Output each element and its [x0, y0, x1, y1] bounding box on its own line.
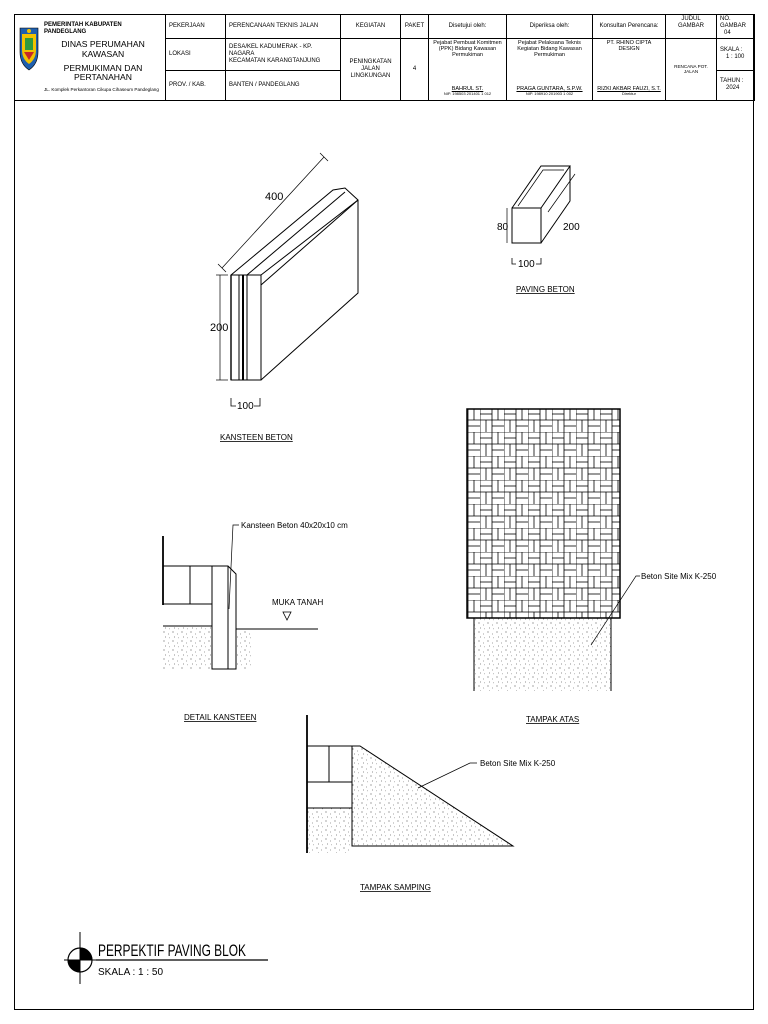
- konsultan-label: Konsultan Perencana:: [592, 14, 666, 39]
- paving-depth-label: 200: [563, 222, 580, 233]
- sheet-scale: SKALA : 1 : 50: [98, 967, 163, 978]
- kansteen-beton-drawing: [216, 152, 359, 407]
- konsultan-cell: PT. RHINO CIPTA DESIGN RIZKI AKBAR FAUZI…: [592, 37, 666, 101]
- org-line-3: PERMUKIMAN DAN PERTANAHAN: [63, 62, 143, 83]
- org-line-2: DINAS PERUMAHAN KAWASAN: [61, 38, 145, 59]
- title-block: PEMERINTAH KABUPATEN PANDEGLANG DINAS PE…: [14, 14, 756, 101]
- pekerjaan-value: PERENCANAAN TEKNIS JALAN: [225, 14, 341, 39]
- atas-callout: Beton Site Mix K-250: [641, 572, 717, 581]
- no-gambar-label: NO. GAMBAR: [720, 16, 747, 29]
- paving-caption: PAVING BETON: [516, 285, 575, 294]
- tahun-value: 2024: [726, 85, 740, 92]
- samping-caption: TAMPAK SAMPING: [360, 883, 431, 892]
- muka-tanah-label: MUKA TANAH: [272, 598, 323, 607]
- kegiatan-value: PENINGKATAN JALAN LINGKUNGAN: [340, 37, 401, 101]
- org-address: JL. Komplek Perkantoran Cikupa Cihaseum …: [44, 87, 159, 93]
- diperiksa-role: Pejabat Pelaksana Teknis Kegiatan Bidang…: [517, 39, 582, 59]
- skala-label: SKALA :: [720, 47, 743, 54]
- tahun-label: TAHUN :: [720, 78, 744, 85]
- diperiksa-cell: Pejabat Pelaksana Teknis Kegiatan Bidang…: [506, 37, 593, 101]
- no-gambar-value: 04: [724, 29, 731, 36]
- kansteen-height-label: 200: [210, 322, 228, 334]
- org-line-1: PEMERINTAH KABUPATEN PANDEGLANG: [44, 22, 122, 35]
- north-symbol-icon: [64, 932, 96, 984]
- diperiksa-nip: NIP. 198910 201903 1 002: [525, 91, 574, 97]
- atas-caption: TAMPAK ATAS: [526, 715, 579, 724]
- detail-caption: DETAIL KANSTEEN: [184, 713, 257, 722]
- paving-width-label: 100: [518, 259, 535, 270]
- disetujui-role: Pejabat Pembuat Komitmen (PPK) Bidang Ka…: [433, 39, 502, 59]
- paket-value: 4: [400, 37, 429, 101]
- no-gambar-cell: NO. GAMBAR 04: [715, 14, 756, 39]
- kegiatan-label: KEGIATAN: [340, 14, 401, 39]
- detail-kansteen-drawing: [162, 524, 318, 670]
- disetujui-nip: NIP. 198503 201401 1 012: [443, 91, 492, 97]
- samping-callout: Beton Site Mix K-250: [480, 759, 556, 768]
- tampak-samping-drawing: [306, 715, 515, 853]
- konsultan-name: RIZKI AKBAR FAUZI, S.T.: [597, 85, 661, 92]
- paving-beton-drawing: [506, 165, 576, 265]
- prov-label: PROV. / KAB.: [165, 69, 226, 101]
- prov-value: BANTEN / PANDEGLANG: [225, 69, 341, 101]
- skala-value: 1 : 100: [726, 54, 745, 61]
- tahun-cell: TAHUN : 2024: [715, 69, 756, 101]
- disetujui-name: BAHRUL ST.: [451, 85, 484, 92]
- org-cell: PEMERINTAH KABUPATEN PANDEGLANG DINAS PE…: [14, 14, 166, 101]
- konsultan-role: Direktur: [621, 91, 636, 97]
- detail-callout: Kansteen Beton 40x20x10 cm: [241, 521, 348, 530]
- lokasi-value-1: DESA/KEL KADUMERAK - KP. NAGARA: [229, 43, 313, 57]
- sheet-title: PERPEKTIF PAVING BLOK: [98, 941, 246, 960]
- lokasi-value-2: KECAMATAN KARANGTANJUNG: [229, 57, 321, 64]
- konsultan-company: PT. RHINO CIPTA DESIGN: [606, 39, 652, 52]
- judul-value: RENCANA POT. JALAN: [665, 37, 717, 101]
- kansteen-thickness-label: 100: [237, 401, 254, 412]
- tampak-atas-drawing: [466, 408, 640, 691]
- kansteen-caption: KANSTEEN BETON: [220, 433, 293, 442]
- diperiksa-name: PRAGA GUNTARA, S.P.W.: [516, 85, 583, 92]
- disetujui-cell: Pejabat Pembuat Komitmen (PPK) Bidang Ka…: [428, 37, 507, 101]
- skala-cell: SKALA : 1 : 100: [715, 37, 756, 71]
- paving-height-label: 80: [497, 222, 509, 233]
- pandeglang-logo-icon: [19, 27, 39, 71]
- judul-label: JUDUL GAMBAR: [665, 14, 717, 39]
- kansteen-width-label: 400: [265, 191, 283, 203]
- lokasi-cell: DESA/KEL KADUMERAK - KP. NAGARA KECAMATA…: [225, 37, 341, 71]
